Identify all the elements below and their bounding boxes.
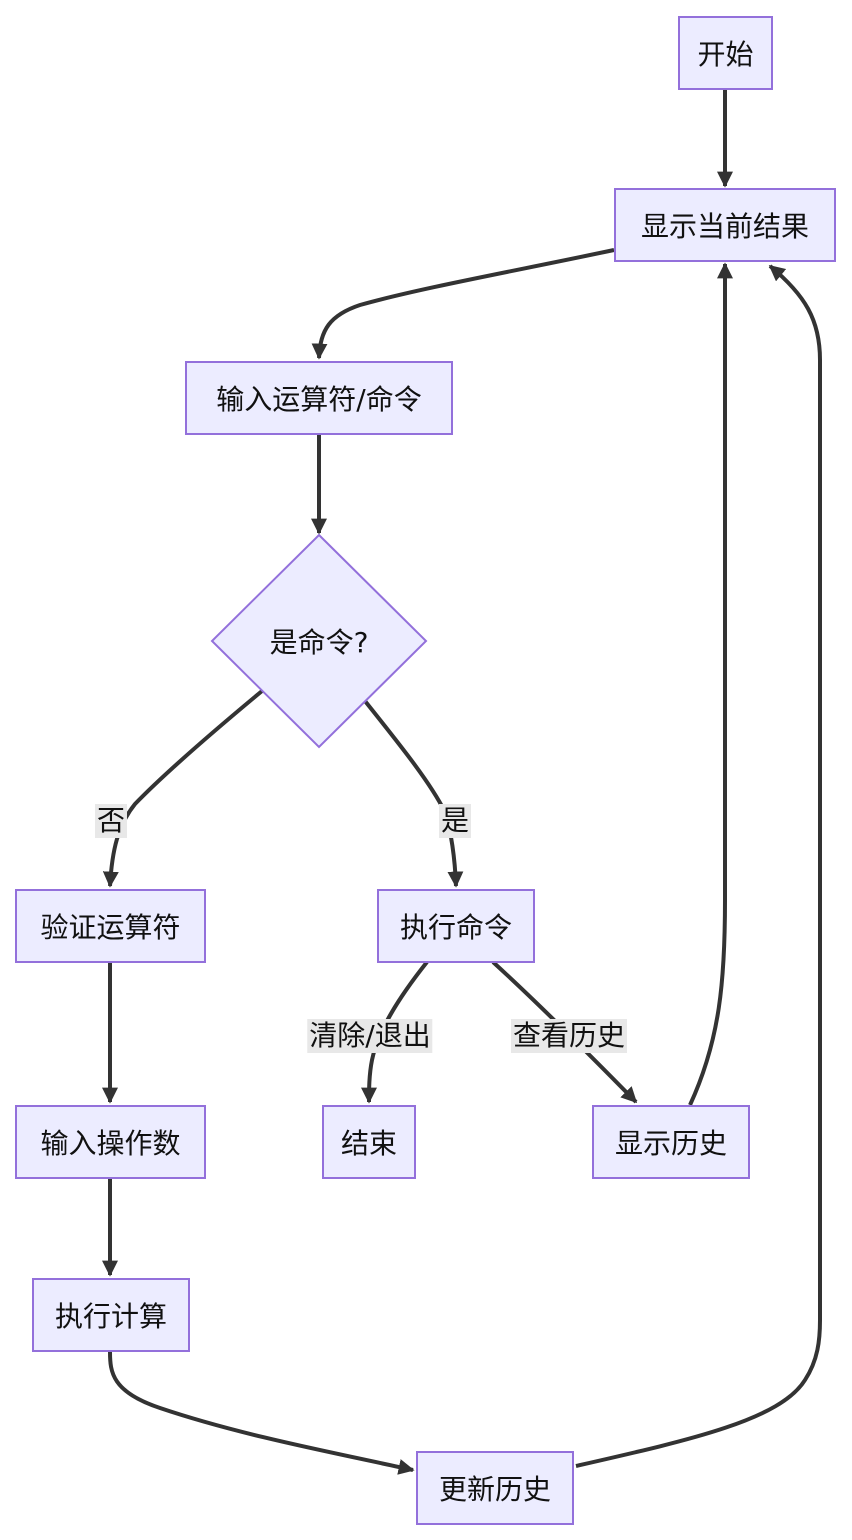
edge-update-history-to-show-result: [575, 264, 822, 1468]
node-show-history: 显示历史: [592, 1105, 750, 1179]
node-perform-calculation: 执行计算: [32, 1278, 190, 1352]
edge-decision-to-validate: [102, 689, 264, 888]
edge-execute-command-to-end: [361, 960, 429, 1104]
edge-label-no: 否: [94, 804, 128, 838]
edge-calculate-to-update-history: [108, 1351, 415, 1475]
edge-label-view-history: 查看历史: [510, 1019, 628, 1053]
node-execute-command: 执行命令: [377, 889, 535, 963]
edge-label-yes: 是: [438, 804, 472, 838]
edge-show-history-to-show-result: [688, 262, 733, 1106]
edge-decision-to-execute-command: [363, 699, 464, 888]
decision-is-command-label: 是命令?: [269, 626, 369, 659]
node-update-history: 更新历史: [416, 1451, 574, 1525]
node-validate-operator: 验证运算符: [15, 889, 206, 963]
node-input-operator-or-command: 输入运算符/命令: [185, 361, 453, 435]
node-show-current-result: 显示当前结果: [614, 188, 836, 262]
edge-show-result-to-input-operator: [311, 248, 615, 360]
decision-diamond-shape: [210, 533, 428, 749]
node-end: 结束: [322, 1105, 416, 1179]
node-start: 开始: [678, 16, 773, 90]
node-input-operand: 输入操作数: [15, 1105, 206, 1179]
edge-label-clear-exit: 清除/退出: [307, 1019, 433, 1053]
